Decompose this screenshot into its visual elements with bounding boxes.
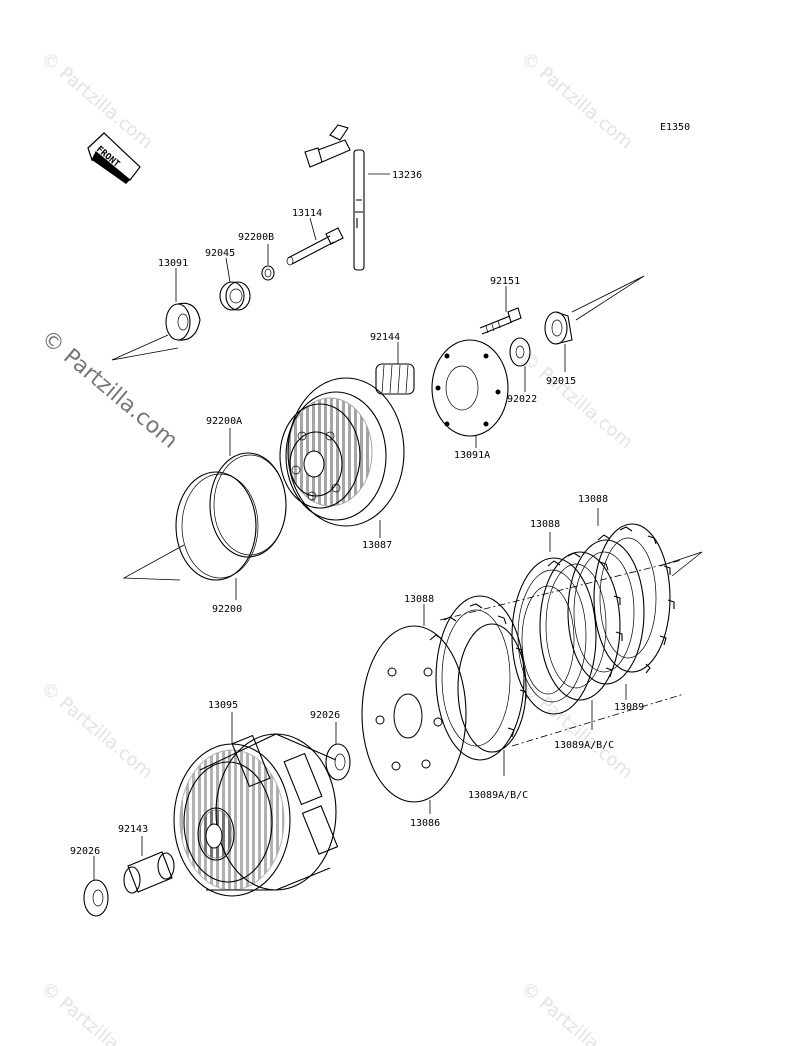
label-92026-left: 92026 [70,846,100,857]
collar-92143: 92143 [118,824,175,894]
label-13089: 13089 [614,702,644,713]
label-13086: 13086 [410,818,440,829]
label-92045: 92045 [205,248,235,259]
label-13091: 13091 [158,258,188,269]
label-92144: 92144 [370,332,400,343]
clutch-housing-13095: 13095 [173,700,339,897]
push-rod-13114: 13114 [286,208,344,266]
watermark-text-large: © Partzilla.com [36,325,182,453]
watermark-text: © Partzilla.com [37,978,157,1046]
washer-92026-left: 92026 [70,846,109,917]
clutch-hub-13087: 13087 [279,377,405,551]
label-13089abc-left: 13089A/B/C [468,790,528,801]
label-92022: 92022 [507,394,537,405]
label-13236: 13236 [392,170,422,181]
watermark-text: © Partzilla.com [37,678,157,783]
ring-92200: 92200 [122,471,259,615]
friction-plate-13088-low: 13088 [404,594,527,761]
release-lever-shaft-13236: 13236 [304,124,422,271]
bearing-92045: 92045 [205,248,251,311]
centerline-pointer [659,551,703,577]
label-92143: 92143 [118,824,148,835]
label-13091a: 13091A [454,450,490,461]
label-13087: 13087 [362,540,392,551]
label-13088-top: 13088 [578,494,608,505]
label-13095: 13095 [208,700,238,711]
watermark-text: © Partzilla.com [37,48,157,153]
centerline [439,559,683,621]
watermark-text: © Partzilla.com [517,48,637,153]
bolt-92151: 92151 [479,276,522,335]
nut-92015: 92015 [544,275,645,387]
label-13114: 13114 [292,208,322,219]
o-ring-92200b: 92200B [238,232,275,281]
ring-92200a: 92200A [206,416,287,558]
label-92200a: 92200A [206,416,242,427]
watermark-layer: © Partzilla.com © Partzilla.com © Partzi… [36,48,637,1046]
steel-plate-13089: 13089 [567,539,645,713]
friction-plate-13088-mid: 13088 [530,519,623,701]
diagram-code-label: E1350 [660,122,690,133]
label-13088-low: 13088 [404,594,434,605]
label-92026-mid: 92026 [310,710,340,721]
steel-plate-13089abc-left: 13089A/B/C [457,623,528,801]
label-92015: 92015 [546,376,576,387]
label-92151: 92151 [490,276,520,287]
friction-plate-13088-top: 13088 [578,494,675,674]
label-92200: 92200 [212,604,242,615]
watermark-text: © Partzilla.com [517,978,637,1046]
spring-92144: 92144 [370,332,415,395]
washer-92026-mid: 92026 [310,710,351,781]
pressure-plate-13086: 13086 [361,625,467,829]
washer-92022: 92022 [507,337,537,405]
cap-13091: 13091 [111,258,201,361]
label-13088-mid: 13088 [530,519,560,530]
plate-13091a: 13091A [431,339,509,461]
label-92200b: 92200B [238,232,274,243]
label-13089abc-right: 13089A/B/C [554,740,614,751]
